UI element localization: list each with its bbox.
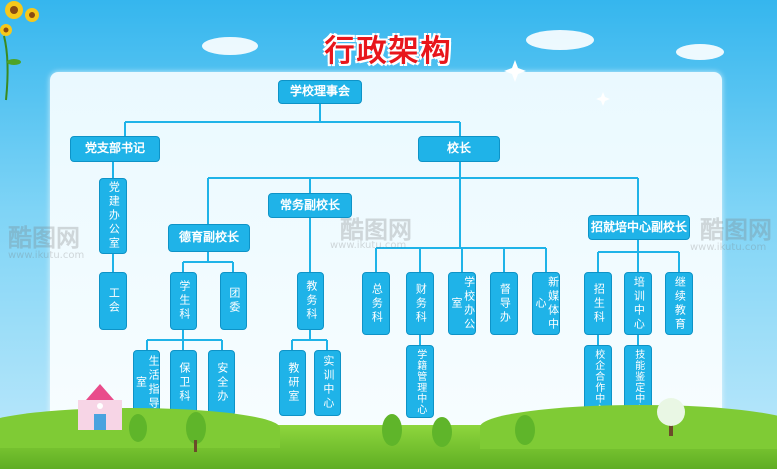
node-union: 工会: [99, 272, 127, 330]
node-new-media: 新媒体中心: [532, 272, 560, 335]
page-title: 行政架构: [324, 34, 453, 69]
watermark-url-center: www.ikutu.com: [330, 240, 407, 251]
sunflower-icon: [0, 1, 39, 101]
watermark-logo-center: 酷图网: [340, 216, 412, 244]
node-enrollment-vp: 招就培中心副校长: [588, 215, 690, 240]
node-student-records: 学籍管理中心: [406, 345, 434, 418]
node-security-dept: 保卫科: [170, 350, 197, 416]
node-academic-affairs: 教务科: [297, 272, 324, 330]
cloud-icon: [202, 30, 724, 60]
school-building-icon: [78, 384, 122, 430]
node-student-dept: 学生科: [170, 272, 197, 330]
tree-icon: [129, 398, 685, 452]
node-training-dept: 培训中心: [624, 272, 652, 335]
node-general-affairs: 总务科: [362, 272, 390, 335]
node-finance: 财务科: [406, 272, 434, 335]
node-supervision: 督导办: [490, 272, 518, 335]
node-board-of-directors: 学校理事会: [278, 80, 362, 104]
node-principal: 校长: [418, 136, 500, 162]
node-life-office: 生活指导室: [133, 350, 160, 416]
node-teaching-research: 教研室: [279, 350, 306, 416]
node-continuing-ed: 继续教育: [665, 272, 693, 335]
node-moral-vp: 德育副校长: [168, 224, 250, 252]
node-party-secretary: 党支部书记: [70, 136, 160, 162]
watermark-url-left: www.ikutu.com: [8, 250, 85, 261]
sparkle-icon: [504, 60, 610, 106]
node-youth-league: 团委: [220, 272, 247, 330]
node-admissions: 招生科: [584, 272, 612, 335]
node-party-office: 党建办公室: [99, 178, 127, 254]
watermark-logo-right: 酷图网: [700, 216, 772, 244]
watermark-logo-left: 酷图网: [8, 224, 80, 252]
watermark-url-right: www.ikutu.com: [690, 242, 767, 253]
node-executive-vp: 常务副校长: [268, 193, 352, 218]
node-school-office: 学校办公室: [448, 272, 476, 335]
node-training-center: 实训中心: [314, 350, 341, 416]
